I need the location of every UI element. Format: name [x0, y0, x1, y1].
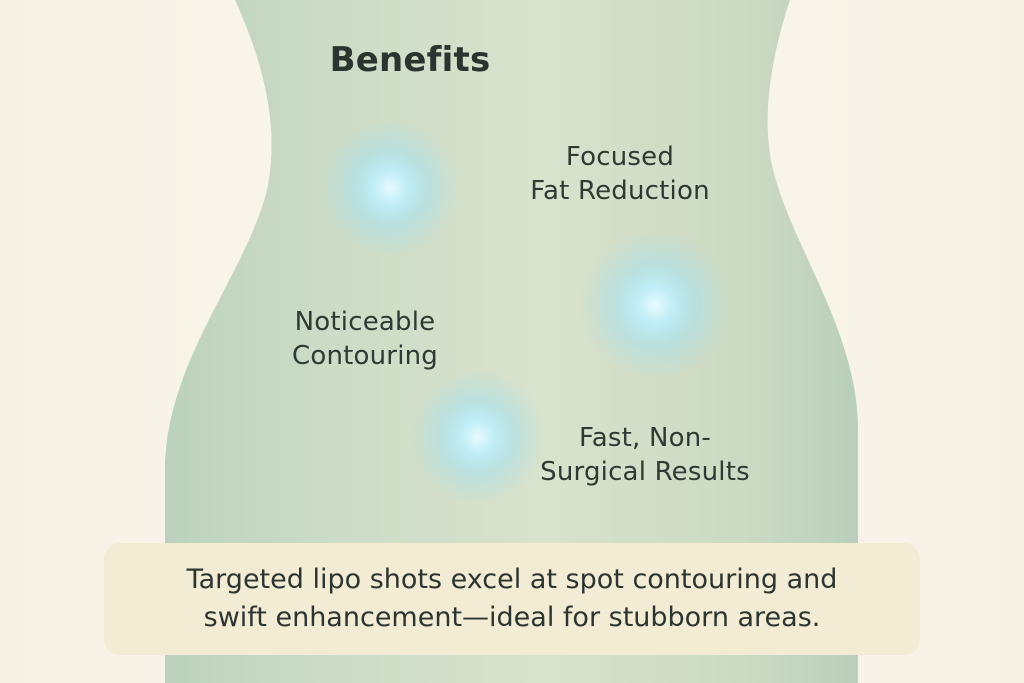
benefit-label-line: Fat Reduction [530, 176, 710, 206]
benefit-label-fast-non-surgical: Fast, Non- Surgical Results [520, 421, 770, 489]
summary-note-line: Targeted lipo shots excel at spot contou… [186, 564, 838, 595]
benefit-label-focused-fat-reduction: Focused Fat Reduction [500, 140, 740, 208]
glow-spot-right [580, 230, 730, 380]
summary-note-line: swift enhancement—ideal for stubborn are… [203, 602, 821, 633]
benefit-label-noticeable-contouring: Noticeable Contouring [255, 305, 475, 373]
benefit-label-line: Noticeable [294, 307, 436, 337]
benefit-label-line: Focused [565, 142, 675, 172]
benefit-label-line: Contouring [291, 341, 438, 371]
summary-note-box: Targeted lipo shots excel at spot contou… [104, 543, 920, 655]
page-title: Benefits [329, 40, 491, 80]
glow-spot-lower [410, 369, 546, 505]
benefit-label-line: Surgical Results [540, 457, 750, 487]
benefit-label-line: Fast, Non- [579, 423, 711, 453]
glow-spot-upper-left [320, 118, 460, 258]
